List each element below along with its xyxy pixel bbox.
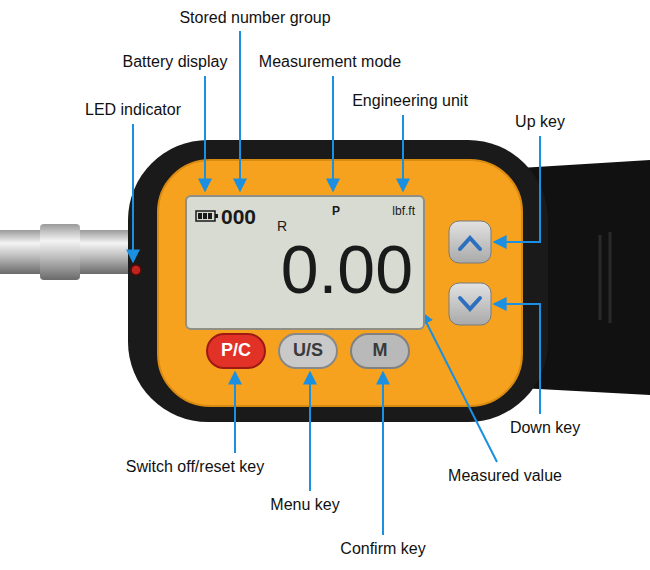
callout-label: Confirm key: [340, 539, 425, 558]
callout-label: Up key: [515, 112, 565, 131]
lcd-screen: 000R Plbf.ft 0.00: [185, 195, 425, 330]
menu-button: U/S: [278, 333, 338, 369]
callout-label: Down key: [510, 418, 580, 437]
housing: [128, 140, 548, 422]
collar: [40, 224, 80, 280]
button-label: P/C: [221, 341, 251, 361]
callout-label: Switch off/reset key: [126, 457, 264, 476]
grip-ridges: [600, 232, 610, 323]
callout-label: LED indicator: [85, 100, 181, 119]
down-chevron: [460, 298, 480, 309]
down-key: [449, 283, 491, 325]
led-indicator: [131, 265, 141, 275]
button-label: M: [373, 341, 388, 361]
callout-label: Measured value: [448, 466, 562, 485]
callout-label: Measurement mode: [259, 52, 401, 71]
button-label: U/S: [293, 341, 323, 361]
confirm-button: M: [350, 333, 410, 369]
callout-label: Battery display: [123, 52, 228, 71]
up-key: [449, 221, 491, 263]
callout-label: Menu key: [270, 495, 339, 514]
up-chevron: [460, 238, 480, 249]
measured-value: 0.00: [281, 235, 413, 303]
orange-panel: [158, 160, 522, 406]
reset-button: P/C: [206, 333, 266, 369]
stored-number: 000: [221, 205, 256, 228]
engineering-unit: lbf.ft: [392, 205, 415, 218]
measurement-mode: P: [332, 205, 340, 218]
callout-label: Engineering unit: [352, 91, 468, 110]
callout-label: Stored number group: [179, 8, 330, 27]
mode-letter: R: [277, 219, 287, 234]
battery-icon: [195, 210, 219, 222]
